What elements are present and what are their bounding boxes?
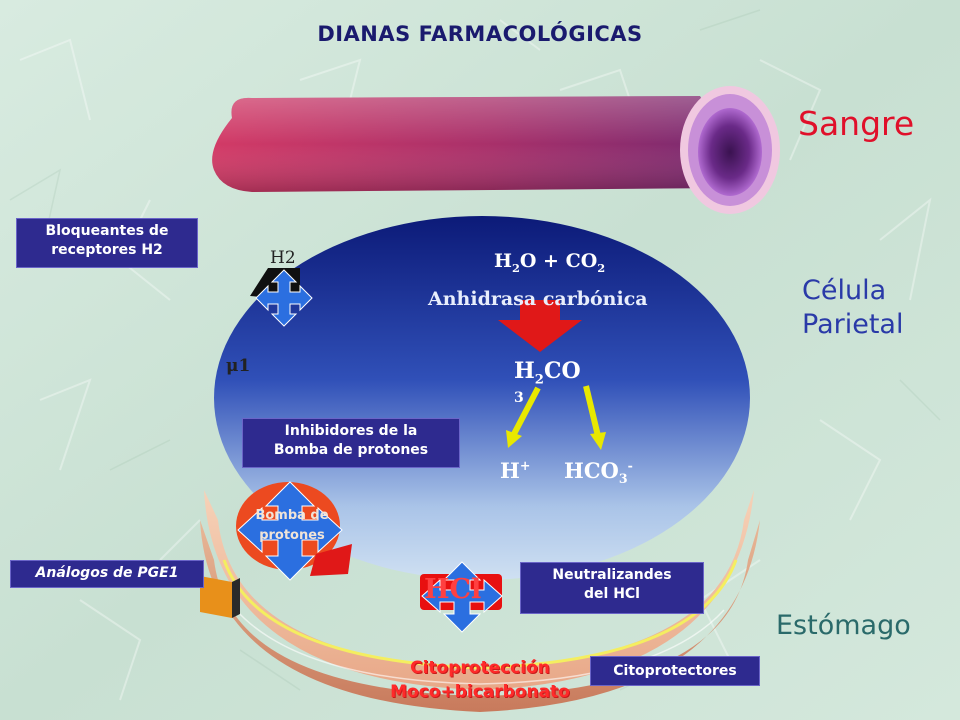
label-hcl: HCl [424,574,482,605]
label-h2o-co2: H2O + CO2 [494,250,605,275]
proton-pump-red-mark [310,544,352,576]
box-bloqueantes-line2: receptores H2 [51,242,163,258]
h2o-sub: 2 [511,260,520,275]
h2co3-co: CO [543,358,581,384]
label-sangre: Sangre [798,104,915,143]
label-citoproteccion: Citoprotección Moco+bicarbonato [330,656,630,704]
yellow-arrowhead-right [590,432,606,450]
label-h2co3: H2CO [514,358,581,387]
red-arrow [498,300,582,352]
co2-sub: 2 [597,260,606,275]
page-title: DIANAS FARMACOLÓGICAS [317,22,643,46]
label-celula: Célula Parietal [802,274,903,342]
blood-vessel [212,86,780,214]
h2co3-sub: 2 [534,372,544,388]
box-inhibidores-line2: Bomba de protones [273,442,429,458]
parietal-cell [214,216,750,580]
h2co3-h: H [514,358,535,384]
box-bloqueantes-h2: Bloqueantes de receptores H2 [16,218,198,268]
yellow-arrow-right [583,385,601,437]
cito-line1: Citoprotección [410,658,550,678]
label-hco3: HCO3- [564,458,633,486]
cross-arrow-hcl [421,561,503,633]
label-h2-receptor: H2 [270,248,296,268]
yellow-arrowhead-left [506,430,522,448]
hco3-sub: 3 [618,471,628,487]
yellow-arrow-left [511,386,541,436]
cito-line2: Moco+bicarbonato [390,682,570,702]
hplus-sup: + [519,458,531,473]
label-estomago: Estómago [776,610,911,641]
label-m1-receptor: μ1 [226,356,251,376]
label-h-plus: H+ [500,458,530,483]
h2o-rest: O + CO [519,250,598,272]
box-citoprotectores: Citoprotectores [590,656,760,686]
box-neutralizantes: Neutralizandes del HCl [520,562,704,614]
h2o-h: H [494,250,512,272]
cross-arrow-h2 [255,269,313,327]
box-neutralizantes-line2: del HCl [584,586,640,602]
hplus-h: H [500,458,520,483]
label-enzyme: Anhidrasa carbónica [428,288,648,310]
box-inhibidores-line1: Inhibidores de la [284,423,418,439]
label-proton-pump: Bomba de protones [240,506,344,546]
label-h2co3-3: 3 [514,390,524,406]
label-celula-line1: Célula [802,275,887,306]
box-analogos-pge1: Análogos de PGE1 [10,560,204,588]
label-celula-line2: Parietal [802,309,904,340]
pump-line1: Bomba de [255,508,329,523]
box-inhibidores-bomba: Inhibidores de la Bomba de protones [242,418,460,468]
box-neutralizantes-line1: Neutralizandes [552,567,672,583]
cross-arrow-pump [237,481,343,581]
pump-line2: protones [259,528,325,543]
box-bloqueantes-line1: Bloqueantes de [45,223,169,239]
hco3-text: HCO [564,458,619,483]
hco3-sup: - [627,458,633,473]
